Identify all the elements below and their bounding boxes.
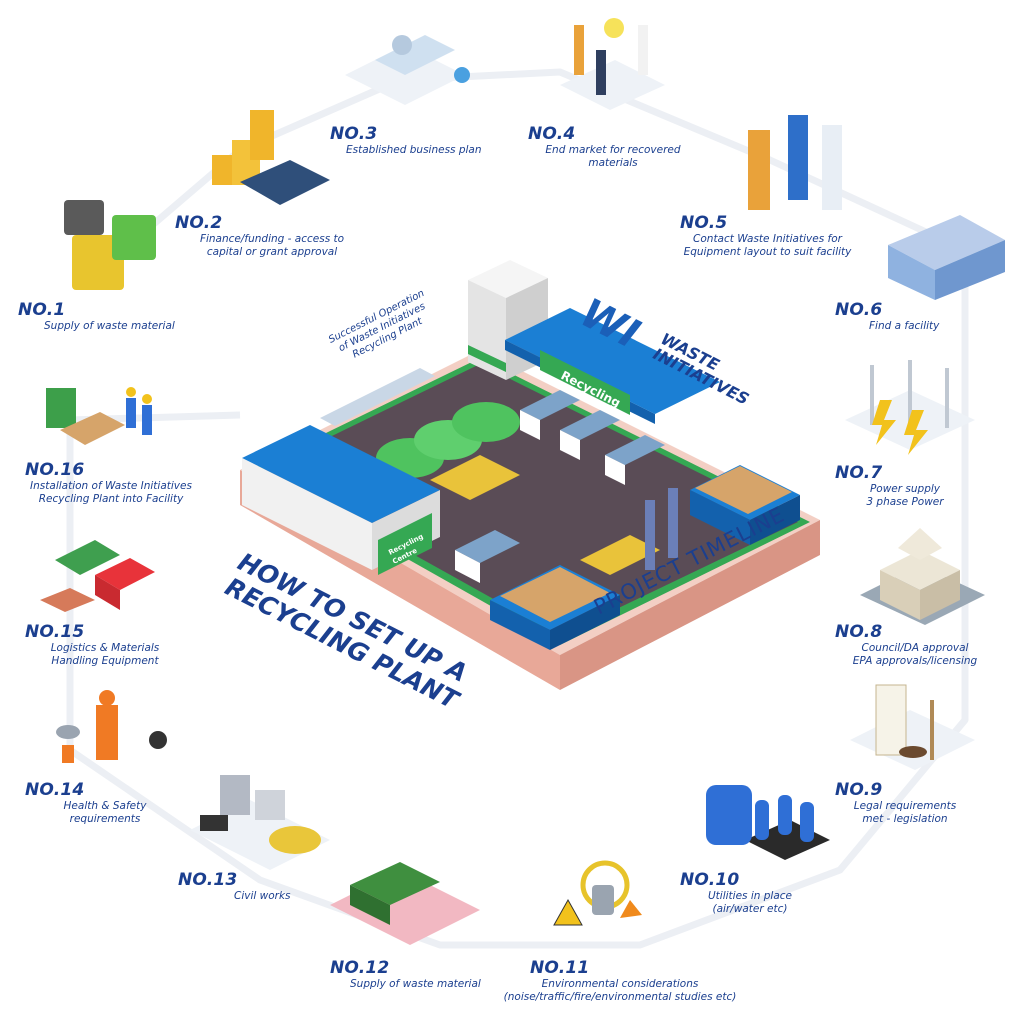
- step-text-line: EPA approvals/licensing: [852, 655, 978, 667]
- step-text-line: Contact Waste Initiatives for: [693, 233, 842, 245]
- construction-machines-icon: [190, 775, 330, 870]
- step-text-line: met - legislation: [862, 813, 948, 825]
- step-number: NO.12: [330, 958, 390, 978]
- recycling-centre-sign: [378, 513, 432, 575]
- step-text: Find a facility: [869, 320, 985, 333]
- step-number: NO.8: [835, 622, 883, 642]
- step-text: Utilities in place (air/water etc): [680, 890, 820, 916]
- truck-group: [455, 390, 665, 583]
- step-text-line: End market for recovered: [545, 144, 681, 156]
- step-number: NO.13: [178, 870, 238, 890]
- garbage-truck-icon: [330, 862, 480, 945]
- business-plan-icon: [345, 35, 470, 105]
- step-text-line: materials: [588, 157, 638, 169]
- recycling-sign: [540, 350, 630, 415]
- step-text-line: Finance/funding - access to: [199, 233, 345, 245]
- step-text-line: Environmental considerations: [541, 978, 699, 990]
- step-number: NO.5: [680, 213, 728, 233]
- step-text-line: Installation of Waste Initiatives: [30, 480, 192, 492]
- step-12: NO.12 Supply of waste material: [330, 958, 510, 991]
- step-text-line: Health & Safety: [63, 800, 147, 812]
- step-text-line: Power supply: [869, 483, 941, 495]
- step-text-line: Legal requirements: [853, 800, 957, 812]
- step-9: NO.9 Legal requirements met - legislatio…: [835, 780, 985, 826]
- material-bins-right: [690, 465, 800, 545]
- step-text: Council/DA approval EPA approvals/licens…: [835, 642, 995, 668]
- step-text: Logistics & Materials Handling Equipment: [25, 642, 185, 668]
- step-number: NO.4: [528, 124, 576, 144]
- step-text-line: Utilities in place: [707, 890, 792, 902]
- step-text-line: Logistics & Materials: [50, 642, 160, 654]
- step-text-line: (noise/traffic/fire/environmental studie…: [503, 991, 737, 1003]
- step-13: NO.13 Civil works: [178, 870, 318, 903]
- step-text-line: Find a facility: [869, 320, 940, 332]
- step-2: NO.2 Finance/funding - access to capital…: [175, 213, 375, 259]
- installation-workers-icon: [46, 387, 152, 445]
- idea-people-icon: [560, 18, 665, 110]
- step-text-line: Council/DA approval: [861, 642, 969, 654]
- step-text-line: Supply of waste material: [44, 320, 175, 332]
- step-text: End market for recovered materials: [528, 144, 698, 170]
- step-text: Power supply 3 phase Power: [835, 483, 975, 509]
- step-text-line: capital or grant approval: [206, 246, 338, 258]
- step-text: Legal requirements met - legislation: [835, 800, 975, 826]
- safety-gear-icon: [56, 690, 167, 763]
- step-text: Contact Waste Initiatives for Equipment …: [680, 233, 855, 259]
- step-5: NO.5 Contact Waste Initiatives for Equip…: [680, 213, 870, 259]
- step-7: NO.7 Power supply 3 phase Power: [835, 463, 985, 509]
- step-number: NO.9: [835, 780, 883, 800]
- step-number: NO.2: [175, 213, 223, 233]
- waste-bins-icon: [64, 200, 156, 290]
- step-6: NO.6 Find a facility: [835, 300, 985, 333]
- step-text: Installation of Waste Initiatives Recycl…: [25, 480, 197, 506]
- step-11: NO.11 Environmental considerations (nois…: [490, 958, 760, 1004]
- utility-tanks-icon: [706, 785, 830, 860]
- tipper-truck-icon: [40, 540, 155, 612]
- step-14: NO.14 Health & Safety requirements: [25, 780, 175, 826]
- step-text: Supply of waste material: [350, 978, 510, 991]
- step-number: NO.1: [18, 300, 66, 320]
- material-bins-front: [490, 565, 620, 650]
- step-text-line: Equipment layout to suit facility: [683, 246, 852, 258]
- step-10: NO.10 Utilities in place (air/water etc): [680, 870, 830, 916]
- step-1: NO.1 Supply of waste material: [18, 300, 188, 333]
- hazard-signs-icon: [553, 860, 642, 926]
- step-text-line: Established business plan: [346, 144, 482, 156]
- step-text: Supply of waste material: [44, 320, 188, 333]
- council-building-icon: [860, 528, 985, 625]
- step-4: NO.4 End market for recovered materials: [528, 124, 708, 170]
- step-text-line: Recycling Plant into Facility: [38, 493, 184, 505]
- warehouse-icon: [888, 215, 1005, 300]
- step-text-line: Supply of waste material: [350, 978, 481, 990]
- step-number: NO.16: [25, 460, 85, 480]
- step-text-line: 3 phase Power: [866, 496, 944, 508]
- step-text: Established business plan: [346, 144, 510, 157]
- step-number: NO.15: [25, 622, 85, 642]
- step-text-line: Civil works: [234, 890, 291, 902]
- step-16: NO.16 Installation of Waste Initiatives …: [25, 460, 225, 506]
- step-text: Environmental considerations (noise/traf…: [490, 978, 750, 1004]
- step-number: NO.11: [530, 958, 590, 978]
- step-text: Health & Safety requirements: [25, 800, 185, 826]
- step-number: NO.14: [25, 780, 85, 800]
- step-text: Civil works: [234, 890, 318, 903]
- step-text-line: Handling Equipment: [51, 655, 159, 667]
- step-number: NO.3: [330, 124, 378, 144]
- step-number: NO.7: [835, 463, 883, 483]
- coins-calculator-icon: [212, 110, 330, 205]
- step-15: NO.15 Logistics & Materials Handling Equ…: [25, 622, 185, 668]
- step-text-line: (air/water etc): [712, 903, 788, 915]
- power-pylons-icon: [845, 360, 975, 455]
- consultation-team-icon: [748, 115, 842, 210]
- step-number: NO.6: [835, 300, 883, 320]
- step-text: Finance/funding - access to capital or g…: [187, 233, 357, 259]
- step-8: NO.8 Council/DA approval EPA approvals/l…: [835, 622, 1005, 668]
- step-text-line: requirements: [69, 813, 141, 825]
- step-number: NO.10: [680, 870, 740, 890]
- step-3: NO.3 Established business plan: [330, 124, 510, 157]
- legal-scales-icon: [850, 684, 975, 770]
